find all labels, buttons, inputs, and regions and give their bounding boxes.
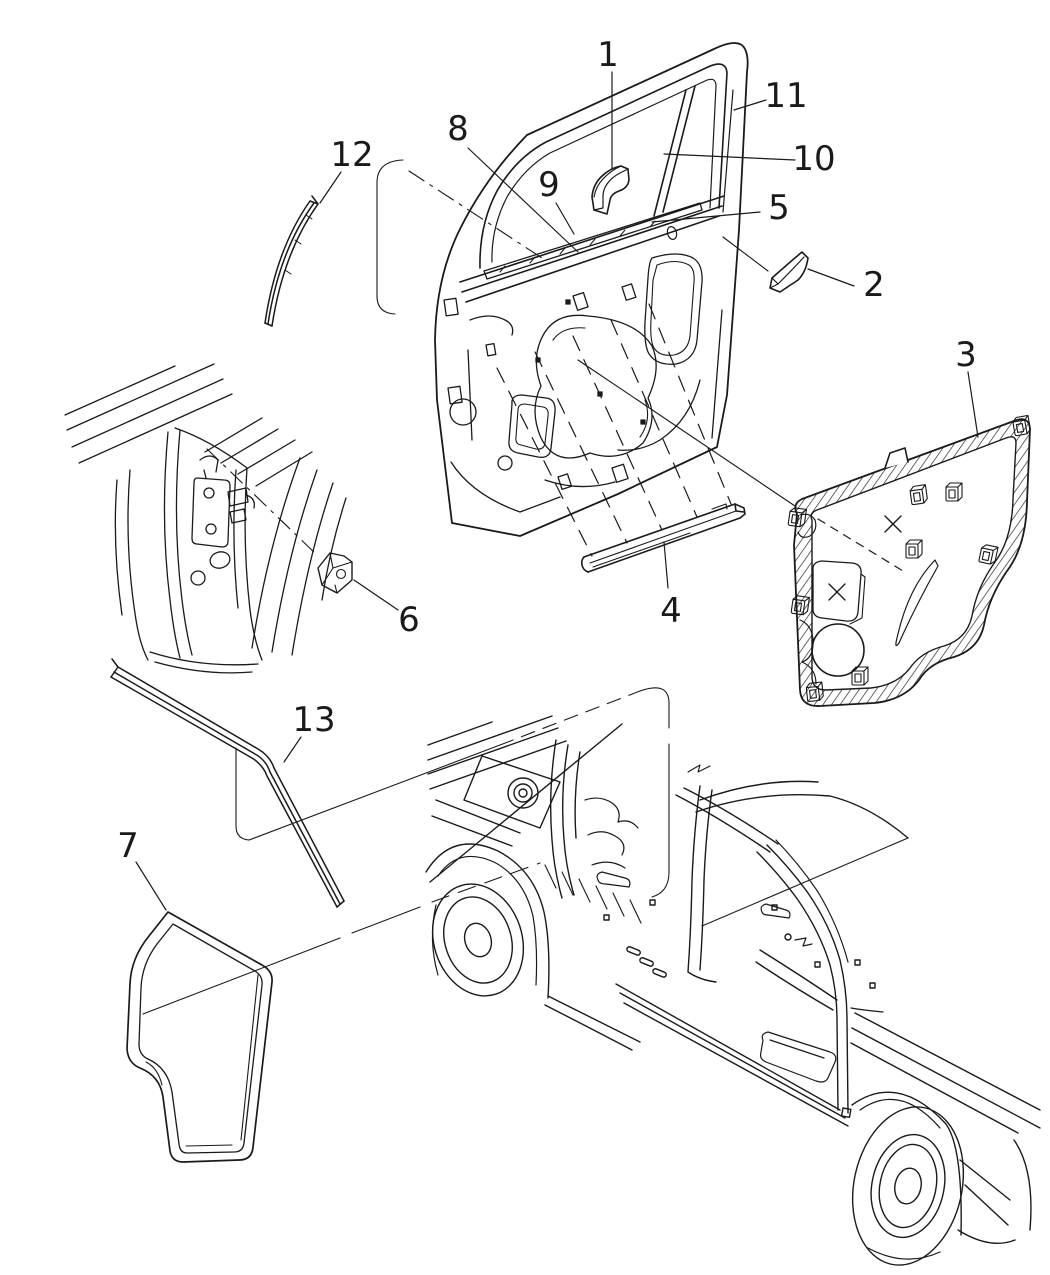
- callout-4: 4: [660, 591, 682, 631]
- trim-panel-part-3: [787, 414, 1032, 706]
- glass-run-edge: [492, 79, 716, 262]
- leader-11: [734, 100, 766, 110]
- plane-bottom-dashed: [432, 863, 540, 902]
- striker-plate: [192, 456, 254, 547]
- plane-bottom-solid: [143, 907, 420, 1014]
- callout-8: 8: [447, 109, 469, 149]
- leader-5: [652, 212, 760, 222]
- end-cap-part-2: [770, 252, 808, 292]
- callout-6: 6: [398, 600, 420, 640]
- callout-12: 12: [330, 135, 373, 175]
- callout-13: 13: [292, 700, 335, 740]
- belt-line: [460, 196, 724, 302]
- plane-top-dashed: [500, 691, 640, 745]
- patch-window: [813, 561, 861, 621]
- plane-top-solid: [249, 745, 500, 840]
- pocket-curves: [798, 514, 816, 684]
- panel-notch: [885, 448, 908, 468]
- dash-dot-to-clip: [207, 449, 318, 556]
- front-wheel: [839, 1092, 978, 1275]
- leader-8: [468, 148, 578, 252]
- callout-leaders: [136, 72, 978, 910]
- callout-11: 11: [764, 76, 807, 116]
- callout-3: 3: [955, 335, 977, 375]
- truck-cab-body: [419, 716, 1040, 1275]
- corner-seal-part-1: [592, 166, 629, 214]
- harness-slit: [896, 560, 938, 646]
- plane-corner-13: [236, 748, 249, 840]
- explode-line-part2: [723, 237, 768, 271]
- leader-3: [968, 372, 978, 437]
- reference-lines: [143, 160, 795, 1014]
- leader-12: [320, 172, 341, 203]
- inner-belt-weatherstrip-9: [484, 203, 702, 279]
- leader-6: [354, 580, 398, 610]
- detail-corner-12: [377, 160, 403, 314]
- callout-labels: 1 2 3 4 5 6 7 8 9 10 11 12 13: [117, 35, 977, 866]
- dash-dot-to-door: [409, 171, 545, 260]
- leader-4: [664, 542, 668, 588]
- door-frame-strip-13: [111, 659, 344, 907]
- callout-9: 9: [538, 165, 560, 205]
- plane-right-edge: [640, 688, 669, 897]
- belt-hole: [666, 226, 678, 241]
- leader-10: [664, 154, 795, 160]
- leader-7: [136, 862, 166, 910]
- leader-9: [556, 203, 574, 234]
- belt-molding-part-4: [582, 504, 745, 572]
- explode-line-panel3: [578, 360, 795, 506]
- rear-frame-inner: [723, 90, 733, 212]
- panel-dash: [818, 519, 903, 571]
- door-inner-panel: [444, 254, 722, 512]
- callout-5: 5: [768, 188, 790, 228]
- rear-wheel: [419, 844, 549, 1008]
- callout-2: 2: [863, 265, 885, 305]
- door-outline: [435, 43, 748, 536]
- clip-part-6: [318, 553, 352, 593]
- panel-inner-edge: [811, 437, 1016, 690]
- leader-13: [284, 737, 301, 762]
- pillar-latch-detail: [65, 364, 346, 673]
- callout-7: 7: [117, 826, 139, 866]
- glass-run-strip-12: [265, 196, 318, 326]
- window-frame-inner: [480, 64, 727, 268]
- rear-door-assembly: [435, 43, 748, 536]
- callout-1: 1: [597, 35, 619, 75]
- leader-2: [808, 269, 854, 286]
- division-bar: [654, 86, 695, 216]
- door-opening-seal-7: [127, 912, 272, 1162]
- callout-10: 10: [792, 139, 835, 179]
